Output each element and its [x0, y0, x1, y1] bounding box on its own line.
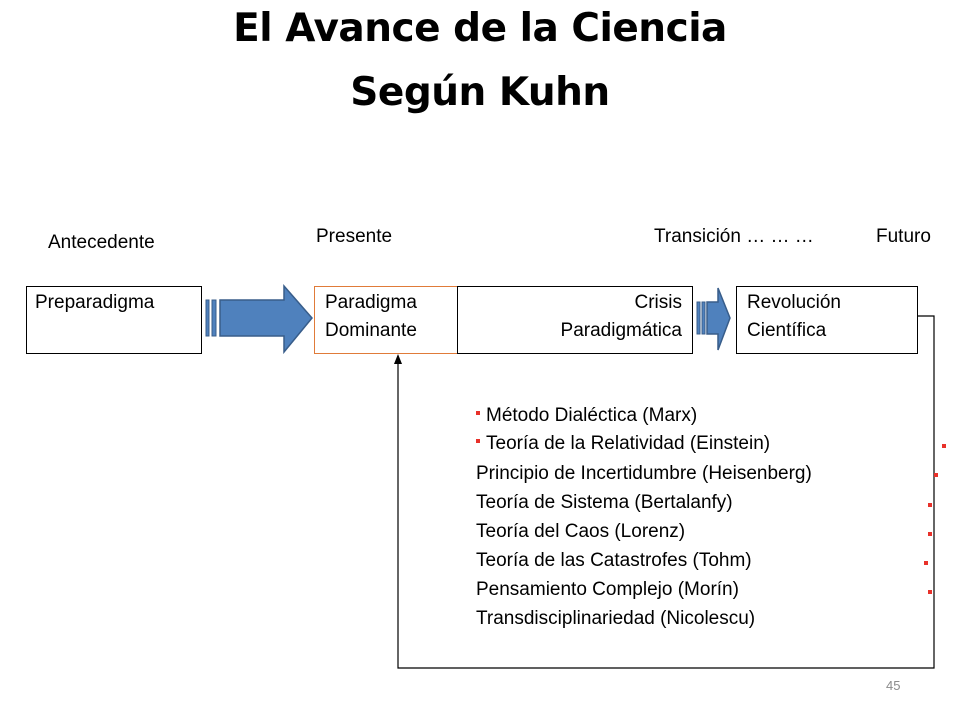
theory-item: Teoría del Caos (Lorenz): [476, 521, 686, 542]
bullet-icon: [928, 590, 932, 594]
slide-number: 45: [886, 678, 901, 693]
theory-item: Pensamiento Complejo (Morín): [476, 579, 739, 600]
arrow-icon: [205, 284, 313, 355]
bullet-icon: [928, 503, 932, 507]
bullet-icon: [934, 473, 938, 477]
box-paradigma-line-2: Dominante: [325, 320, 417, 341]
stage-antecedente: Antecedente: [48, 232, 155, 253]
box-paradigma-dominante: Paradigma Dominante: [314, 286, 458, 354]
theory-item: Teoría de la Relatividad (Einstein): [476, 430, 770, 458]
theory-item: Transdisciplinariedad (Nicolescu): [476, 608, 756, 629]
theory-item: Teoría de Sistema (Bertalanfy): [476, 492, 733, 513]
box-preparadigma-label: Preparadigma: [35, 292, 155, 313]
bullet-icon: [928, 532, 932, 536]
arrow-icon: [696, 287, 731, 351]
bullet-icon: [942, 444, 946, 448]
theory-item: Principio de Incertidumbre (Heisenberg): [476, 463, 812, 484]
stage-presente: Presente: [316, 226, 393, 247]
bullet-icon: [476, 410, 480, 415]
title-line-1: El Avance de la Ciencia: [233, 6, 727, 51]
bullet-icon: [476, 438, 480, 443]
box-preparadigma: Preparadigma: [26, 286, 202, 354]
box-paradigma-line-1: Paradigma: [325, 292, 417, 313]
box-middle-divider: [457, 286, 512, 354]
theory-item: Teoría de las Catastrofes (Tohm): [476, 550, 752, 571]
stage-futuro: Futuro: [876, 226, 931, 247]
feedback-line: [394, 315, 935, 669]
bullet-icon: [924, 561, 928, 565]
box-revolucion-line-2: Científica: [747, 320, 827, 341]
box-revolucion-line-1: Revolución: [747, 292, 841, 313]
box-revolucion-cientifica: Revolución Científica: [736, 286, 918, 354]
box-crisis-paradigmatica: Crisis Paradigmática: [511, 286, 693, 354]
title-line-2: Según Kuhn: [350, 70, 610, 115]
box-crisis-line-1: Crisis: [634, 292, 683, 313]
box-crisis-line-2: Paradigmática: [560, 320, 682, 341]
theory-item: Método Dialéctica (Marx): [476, 402, 697, 430]
stage-transicion: Transición … … …: [654, 226, 814, 247]
